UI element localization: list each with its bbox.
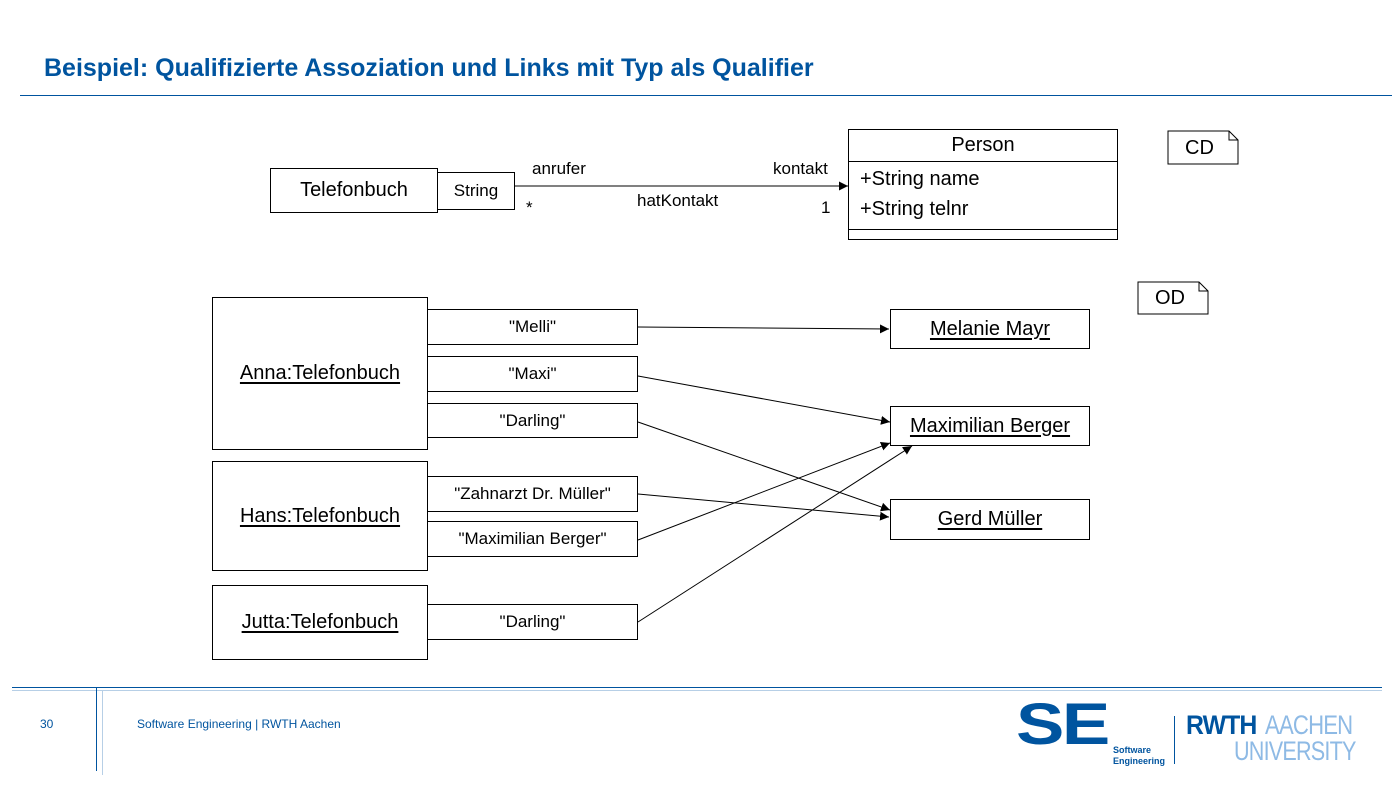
od-object-maximilian-label: Maximilian Berger	[909, 414, 1071, 437]
footer-rule-2	[12, 690, 1382, 691]
od-object-hans-label: Hans:Telefonbuch	[239, 504, 401, 527]
cd-role-source: anrufer	[532, 159, 586, 178]
cd-person-attribute: +String name	[860, 168, 980, 190]
link-melli	[637, 324, 890, 334]
footer-divider-2	[102, 691, 103, 775]
cd-association-name: hatKontakt	[637, 191, 719, 210]
link-darling-anna	[637, 421, 891, 512]
cd-tag-outline	[1167, 130, 1239, 165]
rwth-logo: RWTH AACHEN UNIVERSITY	[1186, 712, 1366, 768]
od-qualifier: "Zahnarzt Dr. Müller"	[427, 476, 638, 512]
footer-text: Software Engineering | RWTH Aachen	[137, 717, 341, 731]
od-object-maximilian: Maximilian Berger	[890, 406, 1090, 446]
od-qualifier-label: "Darling"	[499, 612, 566, 631]
title-rule	[20, 95, 1392, 96]
link-maxi	[637, 375, 891, 425]
link-maximilian	[637, 442, 891, 541]
cd-class-person-name: Person	[849, 130, 1117, 162]
cd-class-telefonbuch-label: Telefonbuch	[300, 179, 408, 201]
footer-rule	[12, 687, 1382, 688]
od-object-anna-label: Anna:Telefonbuch	[239, 362, 401, 384]
od-object-gerd-label: Gerd Müller	[937, 508, 1043, 530]
se-logo-sub-1: Software	[1113, 745, 1152, 755]
od-qualifier: "Maxi"	[427, 356, 638, 392]
od-qualifier-label: "Darling"	[499, 410, 566, 430]
od-object-anna: Anna:Telefonbuch	[212, 297, 428, 450]
cd-class-person-ops-divider	[849, 229, 1117, 230]
od-qualifier: "Darling"	[427, 604, 638, 640]
od-object-melanie-label: Melanie Mayr	[929, 317, 1051, 340]
od-tag: OD	[1155, 287, 1185, 309]
od-object-jutta-label: Jutta:Telefonbuch	[241, 611, 399, 633]
od-qualifier-label: "Maxi"	[508, 364, 557, 383]
se-logo-letters: SE	[1016, 692, 1110, 757]
cd-qualifier-string: String	[437, 172, 515, 210]
od-object-jutta: Jutta:Telefonbuch	[212, 585, 428, 660]
footer-divider	[96, 687, 97, 771]
od-object-gerd: Gerd Müller	[890, 499, 1090, 540]
cd-person-attribute: +String telnr	[860, 198, 969, 220]
od-qualifier: "Melli"	[427, 309, 638, 345]
logo-separator	[1174, 716, 1175, 764]
od-qualifier-label: "Melli"	[508, 317, 556, 336]
od-object-melanie: Melanie Mayr	[890, 309, 1090, 349]
link-darling-jutta	[637, 445, 913, 623]
slide-title: Beispiel: Qualifizierte Assoziation und …	[44, 54, 814, 82]
cd-role-target: kontakt	[773, 159, 828, 178]
link-zahnarzt	[637, 493, 890, 521]
od-qualifier: "Maximilian Berger"	[427, 521, 638, 557]
rwth-logo-rwth: RWTH	[1186, 710, 1257, 740]
cd-qualifier-label: String	[453, 181, 499, 200]
se-logo-sub-2: Engineering	[1113, 756, 1166, 766]
cd-class-telefonbuch: Telefonbuch	[270, 168, 438, 213]
cd-class-person: Person +String name +String telnr	[848, 129, 1118, 240]
cd-tag: CD	[1185, 137, 1214, 159]
od-qualifier-label: "Maximilian Berger"	[458, 529, 607, 548]
od-qualifier: "Darling"	[427, 403, 638, 438]
cd-mult-source: *	[526, 198, 533, 217]
rwth-logo-aachen: AACHEN	[1265, 710, 1353, 740]
od-object-hans: Hans:Telefonbuch	[212, 461, 428, 571]
rwth-logo-university: UNIVERSITY	[1234, 736, 1356, 766]
se-logo: SE Software Engineering	[1016, 696, 1166, 768]
page-number: 30	[40, 717, 54, 731]
od-tag-outline	[1137, 281, 1209, 315]
od-qualifier-label: "Zahnarzt Dr. Müller"	[454, 484, 611, 503]
cd-mult-target: 1	[821, 198, 831, 217]
